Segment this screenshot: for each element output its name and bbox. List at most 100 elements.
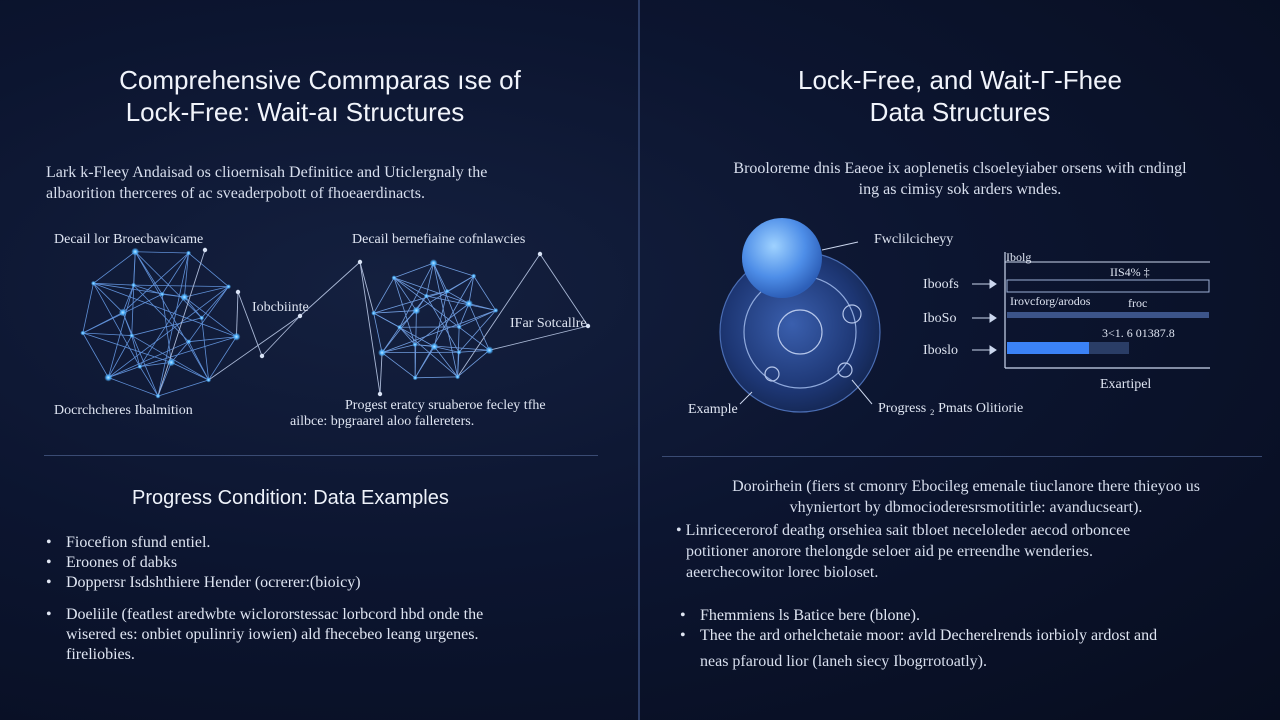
network-node (155, 393, 161, 399)
network-node (232, 332, 241, 341)
orbit-node-right (842, 304, 862, 324)
network-right-polyhedron (373, 262, 497, 379)
network-node (456, 349, 462, 355)
network-node (471, 273, 477, 279)
left-title-line2: Lock-Free: Wait-aı Structures (125, 97, 465, 127)
bar-chart (1004, 252, 1210, 369)
network-node (397, 324, 403, 330)
left-bullet-long-line1: Doeliile (featlest aredwbte wiclororstes… (66, 606, 484, 623)
network-node (412, 306, 421, 315)
network-node (104, 373, 113, 382)
sphere-row-label-2: IboSo (923, 311, 957, 326)
right-para-line3: • Linricecerorof deathg orsehiea sait tb… (676, 522, 1131, 539)
top-sphere (742, 218, 822, 298)
network-node (129, 333, 135, 339)
right-section-rule (662, 456, 1262, 457)
bar-row2-label: Irovcforg/arodos (1010, 294, 1091, 308)
diagram-label-bottom-left: Docrchcheres Ibalmition (54, 403, 193, 418)
network-junction (377, 391, 383, 397)
right-para-line5: aeerchecowitor lorec bioloset. (686, 564, 879, 581)
left-panel: Comprehensive Commparas ıse of Lock-Free… (0, 0, 638, 720)
pointer-line-top (821, 241, 859, 251)
network-node (167, 358, 176, 367)
network-node (455, 374, 461, 380)
network-left-polyhedron (82, 251, 237, 397)
left-intro: Lark k-Fleey Andaisad os clioernisah Def… (46, 162, 606, 204)
network-node (131, 282, 137, 288)
pointer-line-progress (851, 379, 873, 405)
bar-fill-3 (1007, 342, 1089, 354)
network-junction (259, 353, 265, 359)
network-node (159, 291, 165, 297)
left-section-rule (44, 455, 598, 456)
network-node (423, 293, 429, 299)
sphere-row-label-3: Iboslo (923, 343, 958, 358)
inner-ring (777, 309, 823, 355)
network-node (137, 364, 143, 370)
right-title: Lock-Free, and Wait-Γ-Fhee Data Structur… (680, 64, 1240, 128)
network-node (391, 275, 397, 281)
left-bullet-list: Fiocefion sfund entiel. Eroones of dabks… (44, 533, 624, 593)
diagram-label-bottom-right-1: Progest eratcy sruaberoe fecley tfhe (345, 398, 546, 413)
left-bullet-1: Fiocefion sfund entiel. (44, 533, 624, 553)
bar-track-2 (1007, 312, 1209, 318)
network-junction (537, 251, 543, 257)
network-node (199, 315, 205, 321)
right-para-line2: vhyniertort by dbmocioderesrsmotitirle: … (789, 499, 1143, 516)
network-node (118, 308, 127, 317)
network-junction (357, 259, 363, 265)
diagram-label-middle: Iobcbiinte (252, 300, 309, 315)
sphere-diagram (719, 218, 1210, 413)
network-node (186, 250, 192, 256)
network-links (157, 249, 589, 397)
network-node (430, 342, 439, 351)
right-intro-line1: Brooloreme dnis Eaeoe ix aoplenetis clso… (733, 160, 1187, 177)
network-junction (297, 313, 303, 319)
right-title-line1: Lock-Free, and Wait-Γ-Fhee (797, 65, 1123, 95)
sphere-label-top: Fwclilcicheyy (874, 232, 954, 247)
sphere-label-example: Example (688, 402, 738, 417)
left-section-title: Progress Condition: Data Examples (132, 487, 449, 509)
bar-row2-value: froc (1128, 296, 1148, 310)
left-bullet-long-item: Doeliile (featlest aredwbte wiclororstes… (44, 605, 634, 665)
network-junction (235, 289, 241, 295)
bar-row3-value: 3<1. 6 01387.8 (1102, 326, 1175, 340)
left-title: Comprehensive Commparas ıse of Lock-Free… (40, 64, 600, 128)
network-node (378, 348, 387, 357)
sphere-label-progress: Progress ₂ Pmats Olitiorie (878, 401, 1024, 416)
right-bullet-tail: neas pfaroud lior (laneh siecy Ibogrroto… (700, 653, 988, 670)
diagram-label-bottom-right-2: ailbce: bpgraarel aloo fallereters. (290, 414, 475, 429)
left-intro-line2: albaorition therceres of ac sveaderpobot… (46, 185, 425, 202)
right-bullet-2: Thee the ard orhelchetaie moor: avld Dec… (678, 626, 1268, 646)
sphere-row-label-1: Iboofs (923, 277, 959, 292)
orbit-node-bottom (837, 362, 853, 378)
network-nodes (80, 247, 591, 399)
network-node (464, 299, 473, 308)
left-bullet-2: Eroones of dabks (44, 553, 624, 573)
right-bullet-1: Fhemmiens ls Batice bere (blone). (678, 606, 1268, 626)
network-node (80, 330, 86, 336)
network-node (456, 324, 462, 330)
network-node (90, 280, 96, 286)
diagram-label-right: IFar Sotcallre (510, 316, 587, 331)
network-node (412, 342, 418, 348)
left-intro-line1: Lark k-Fleey Andaisad os clioernisah Def… (46, 164, 488, 181)
network-junction (585, 323, 591, 329)
left-bullet-3: Doppersr Isdshthiere Hender (ocrerer:(bi… (44, 573, 624, 593)
diagram-label-top-right: Decail bernefiaine cofnlawcies (352, 232, 526, 247)
right-title-line2: Data Structures (869, 97, 1051, 127)
right-bullet-list: Fhemmiens ls Batice bere (blone). Thee t… (678, 606, 1268, 646)
right-intro: Brooloreme dnis Eaeoe ix aoplenetis clso… (680, 158, 1240, 200)
right-paragraph: Doroirhein (fiers st cmonry Ebocileg eme… (676, 476, 1256, 583)
right-para-line1: Doroirhein (fiers st cmonry Ebocileg eme… (732, 478, 1200, 495)
orbit-node-left (764, 366, 780, 382)
network-junction (202, 247, 208, 253)
left-bullet-long: Doeliile (featlest aredwbte wiclororstes… (44, 605, 634, 665)
network-node (371, 310, 377, 316)
left-bullet-long-line2: wisered es: onbiet opulinriy iowien) ald… (66, 626, 479, 643)
panel-divider (638, 0, 640, 720)
bar-chart-header: Ibolg (1006, 250, 1032, 264)
row-arrows (972, 279, 997, 355)
network-node (131, 247, 140, 256)
network-node (180, 293, 189, 302)
